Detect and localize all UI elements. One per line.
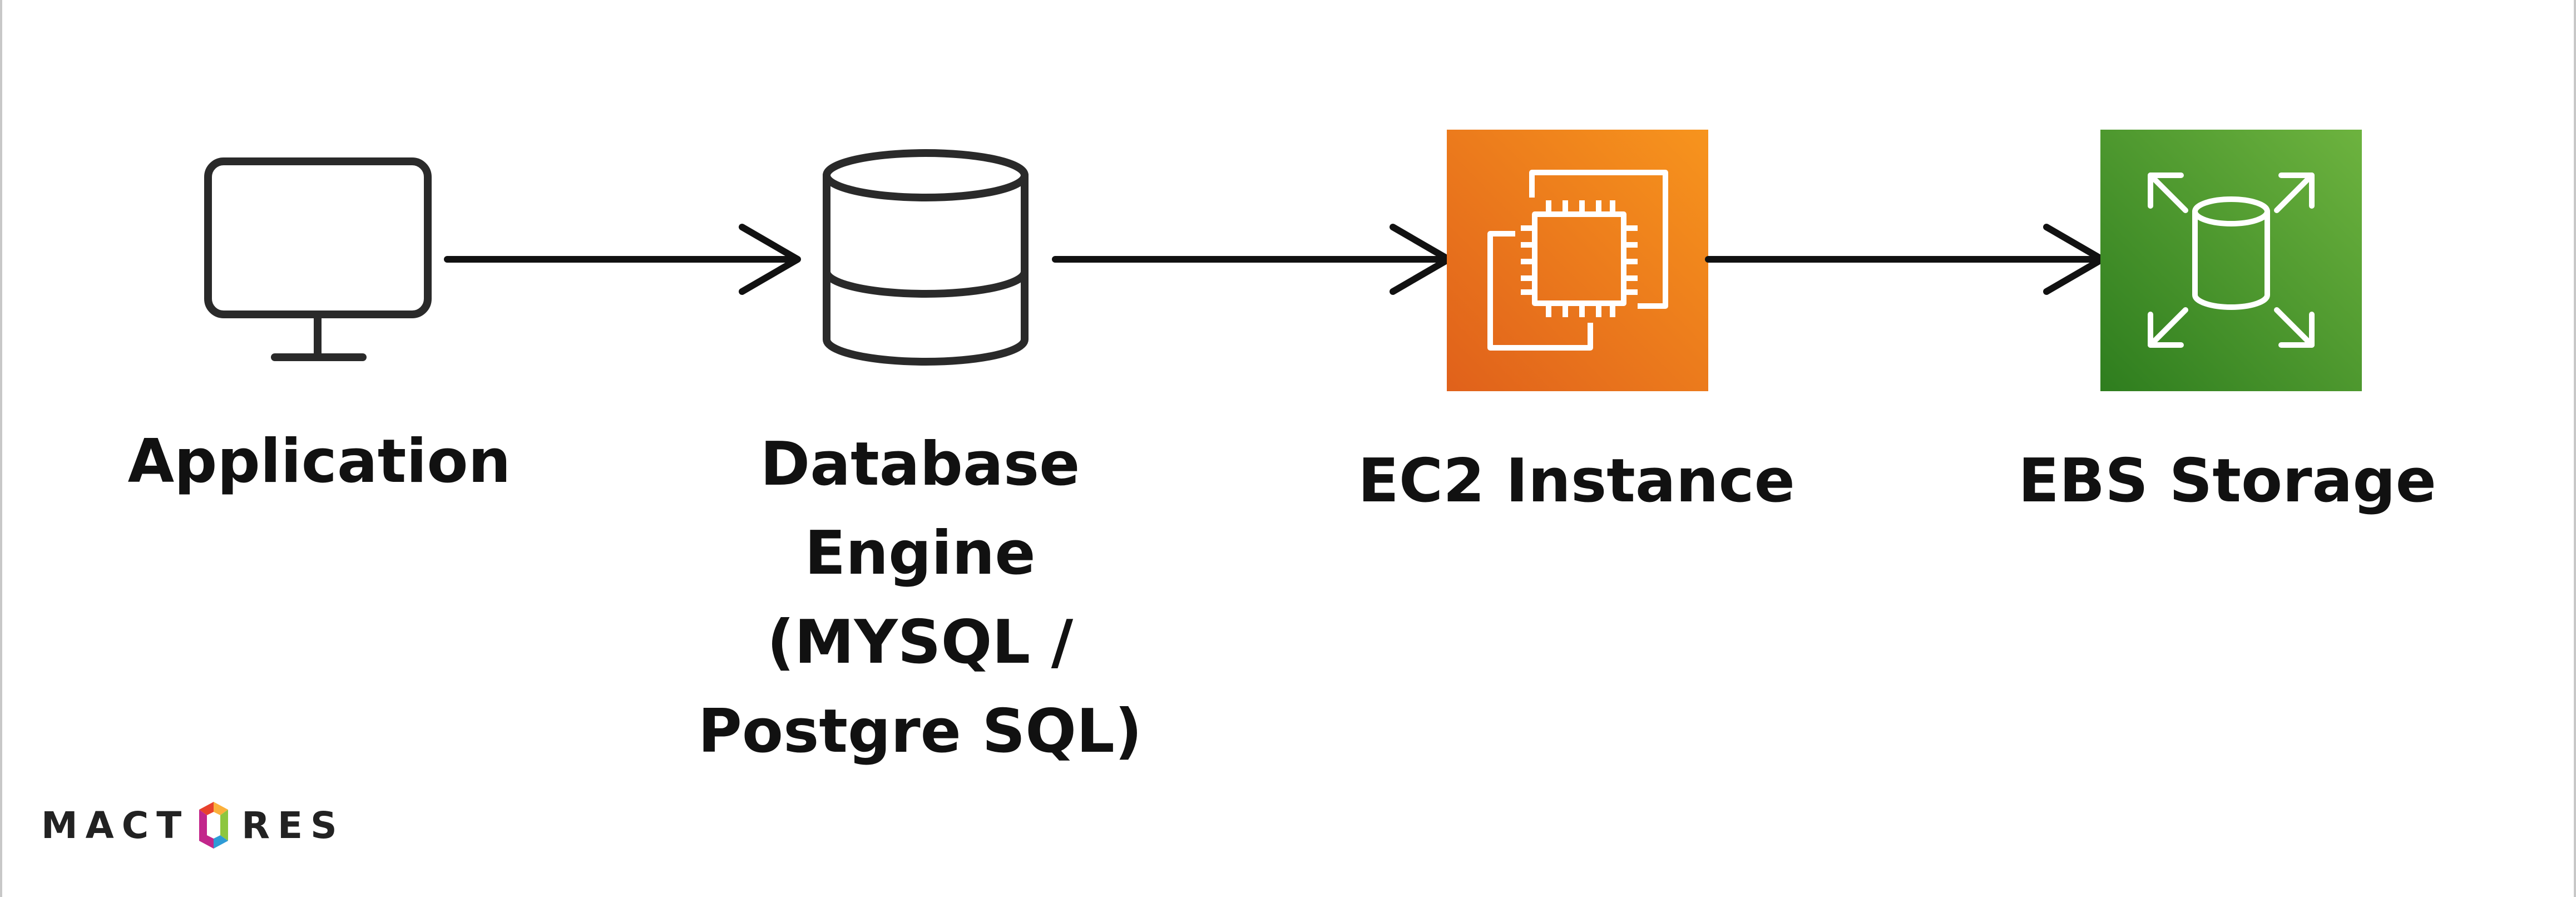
monitor-icon: [204, 157, 432, 361]
aws-ec2-icon: [1447, 130, 1708, 391]
ec2-instance-label: EC2 Instance: [1358, 446, 1795, 516]
ebs-storage-label: EBS Storage: [2018, 446, 2436, 516]
logo-text-start: MACT: [41, 804, 190, 847]
application-label: Application: [127, 427, 511, 496]
edge-application-to-database: [444, 224, 801, 295]
database-icon: [823, 149, 1029, 366]
aws-ebs-icon: [2100, 130, 2362, 391]
edge-ec2-to-ebs: [1705, 224, 2105, 295]
mactores-logo: MACT RES: [41, 795, 345, 856]
logo-text-end: RES: [241, 804, 345, 847]
logo-o-icon: [199, 802, 229, 849]
database-engine-label: Database Engine (MYSQL / Postgre SQL): [698, 430, 1143, 766]
edge-database-to-ec2: [1052, 224, 1452, 295]
